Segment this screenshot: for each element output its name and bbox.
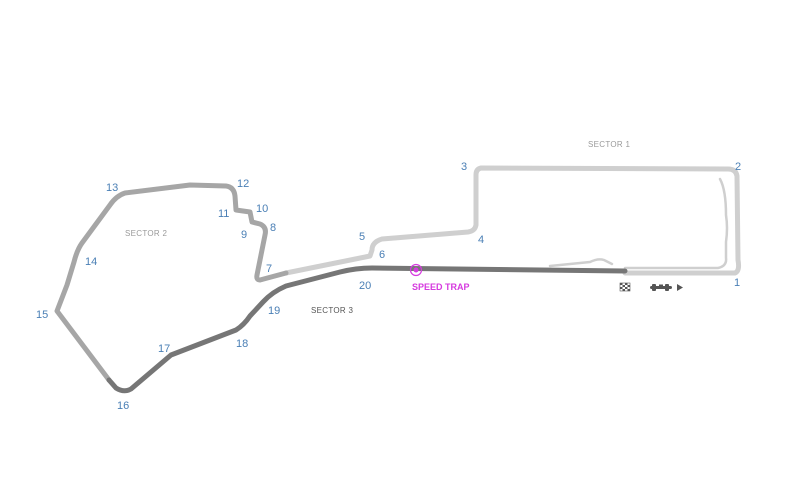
- turn-18-label: 18: [236, 338, 248, 350]
- turn-17-label: 17: [158, 343, 170, 355]
- turn-3-label: 3: [461, 161, 467, 173]
- sector-2-label: SECTOR 2: [125, 229, 168, 238]
- pit-lane: [623, 177, 729, 270]
- turn-15-label: 15: [36, 309, 48, 321]
- speed-trap-dot: [413, 267, 419, 273]
- turn-11-label: 11: [218, 208, 229, 220]
- sector-1-track: [283, 165, 742, 276]
- turn-19-label: 19: [268, 305, 280, 317]
- turn-20-label: 20: [359, 280, 371, 292]
- turn-6-label: 6: [379, 249, 385, 261]
- main-straight-kink: [548, 258, 614, 268]
- sector-2-track: [54, 182, 289, 383]
- turn-5-label: 5: [359, 231, 365, 243]
- turn-13-label: 13: [106, 182, 118, 194]
- turn-2-label: 2: [735, 161, 741, 173]
- speed-trap-marker: [409, 263, 423, 277]
- turn-1-label: 1: [734, 277, 740, 289]
- turn-16-label: 16: [117, 400, 129, 412]
- speed-trap-ring: [409, 263, 423, 277]
- turn-14-label: 14: [85, 256, 97, 268]
- turn-8-label: 8: [270, 222, 276, 234]
- turn-9-label: 9: [241, 229, 247, 241]
- sector-1-label: SECTOR 1: [588, 140, 631, 149]
- race-direction-arrow-icon: [650, 284, 683, 291]
- speed-trap-label: SPEED TRAP: [412, 282, 470, 292]
- turn-10-label: 10: [256, 203, 268, 215]
- turn-7-label: 7: [266, 263, 272, 275]
- turn-4-label: 4: [478, 234, 484, 246]
- sector-3-track: [106, 265, 628, 394]
- checkered-flag-icon: [619, 282, 631, 292]
- sector-3-label: SECTOR 3: [311, 306, 354, 315]
- turn-12-label: 12: [237, 178, 249, 190]
